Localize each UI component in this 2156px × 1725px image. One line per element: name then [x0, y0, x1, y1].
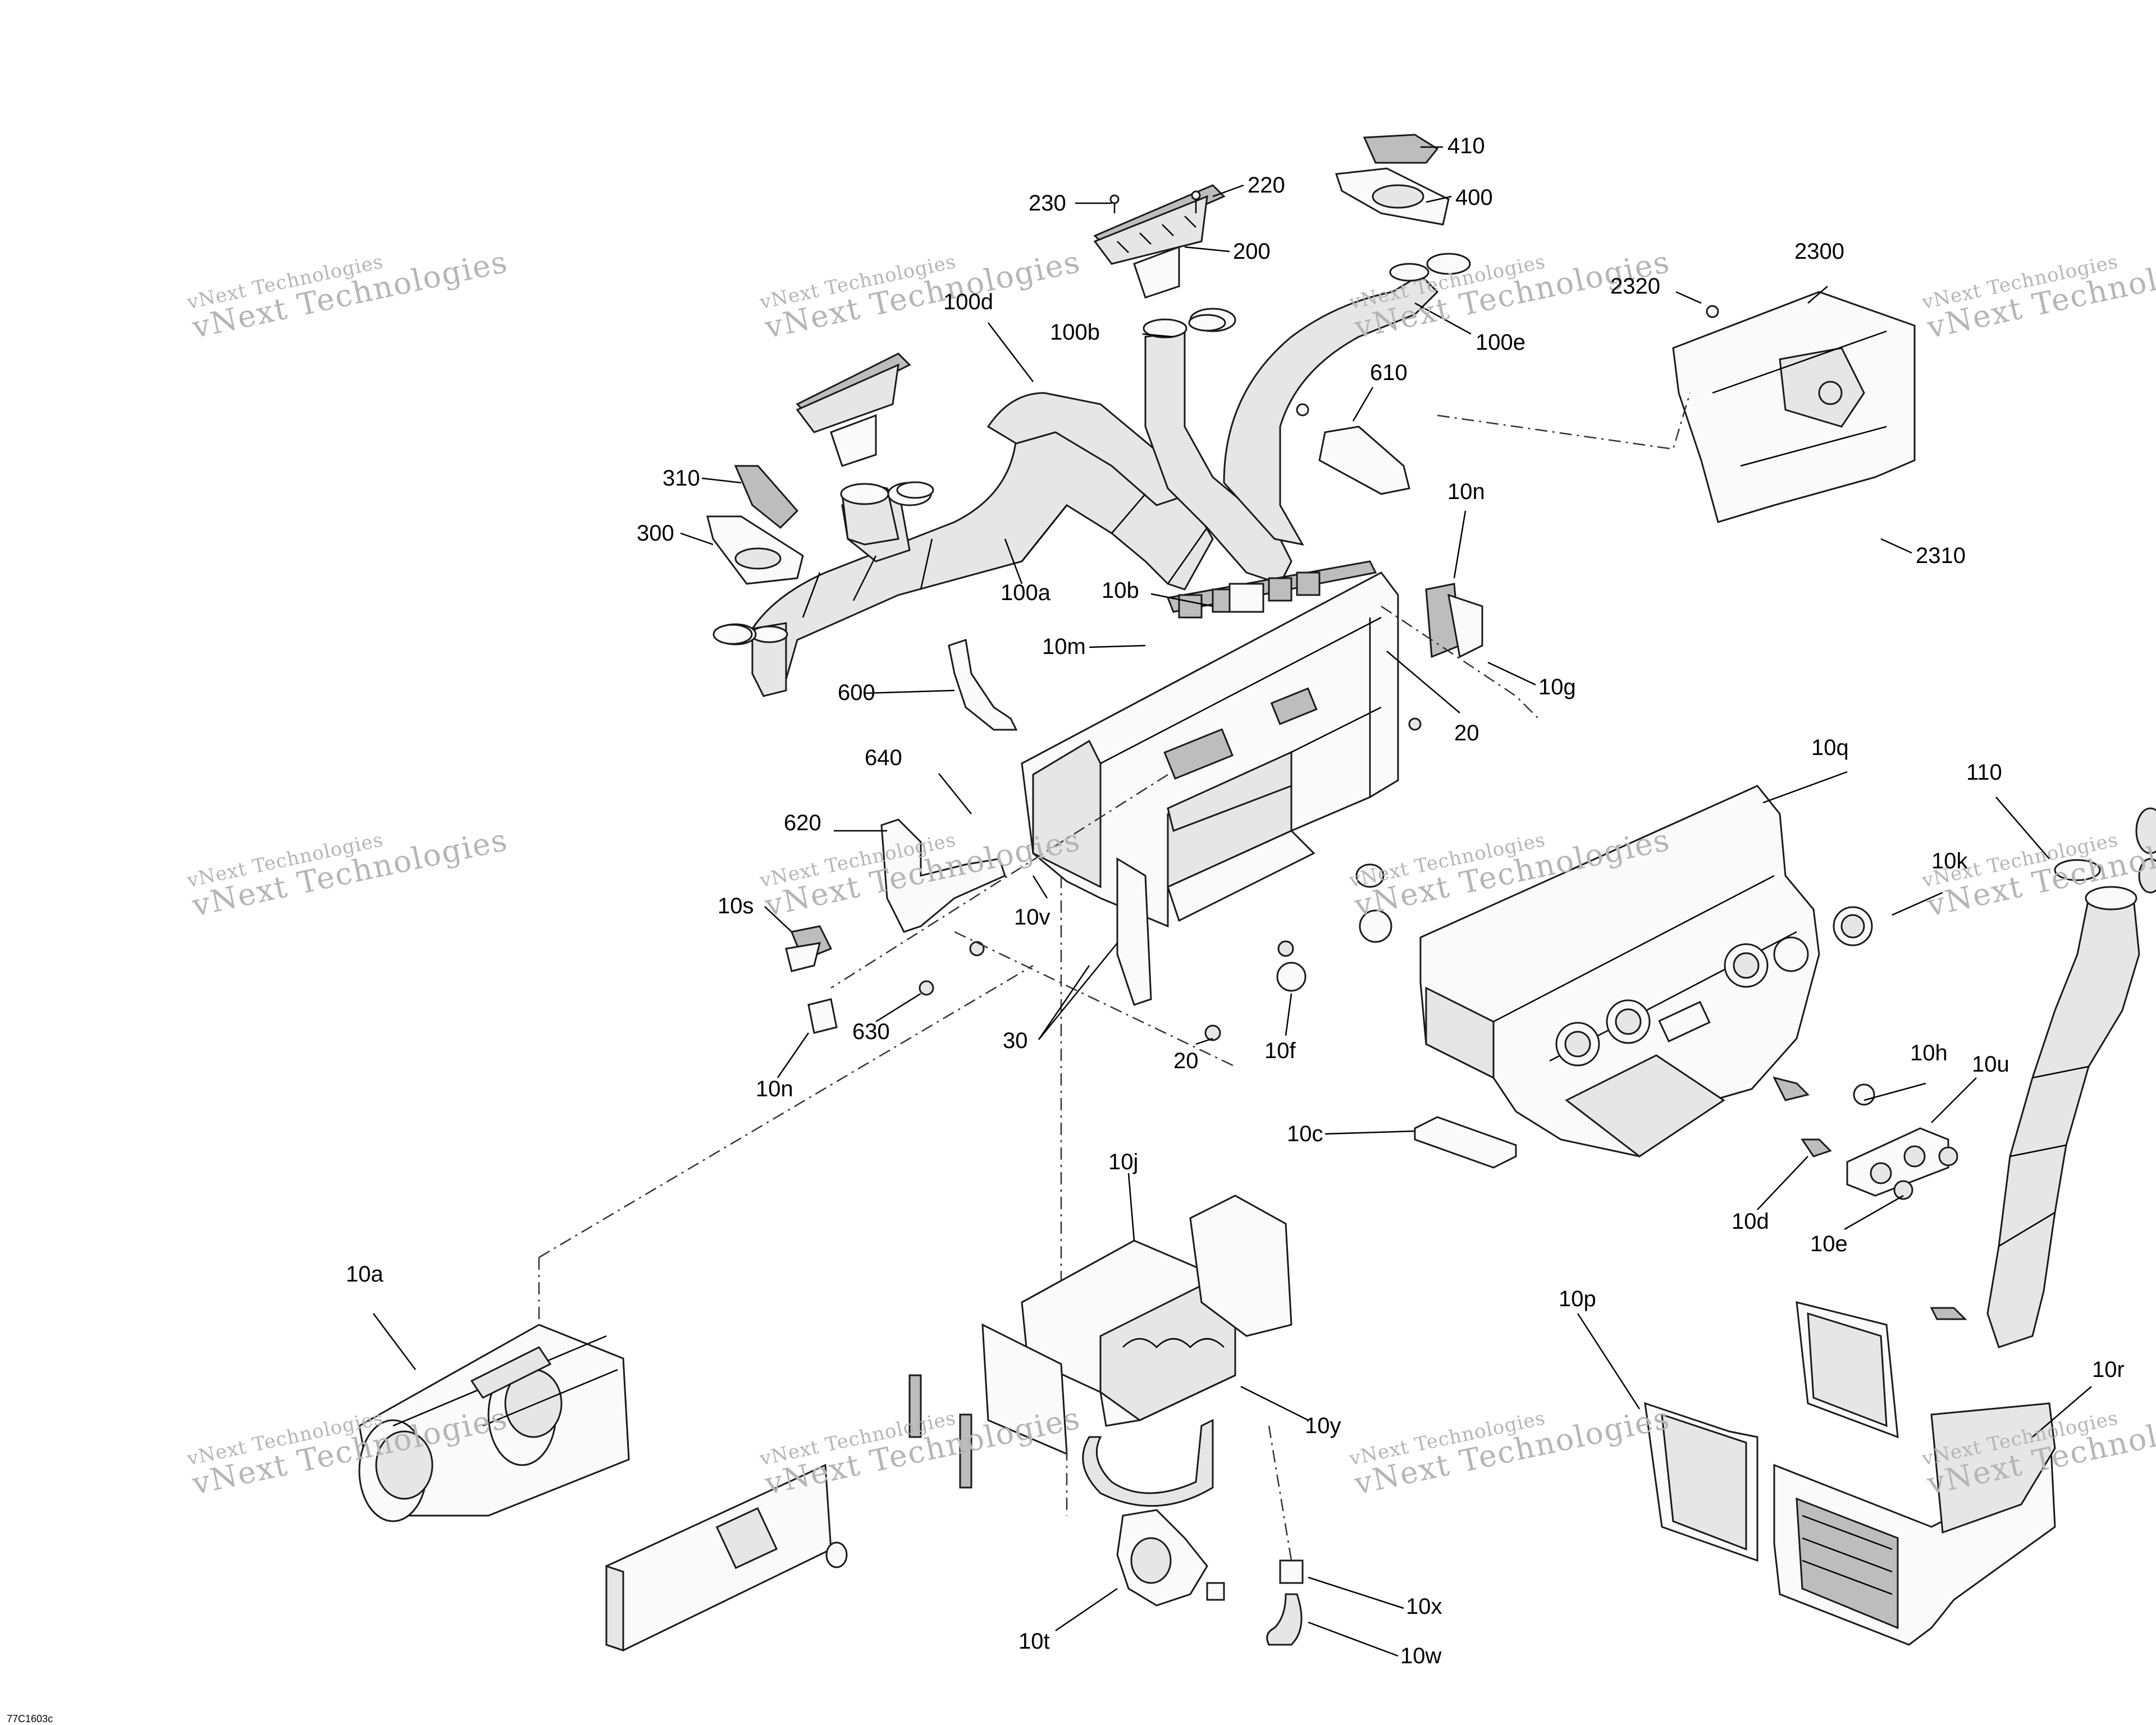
callout-10f: 10f [1264, 1038, 1296, 1063]
duct-assembly-100 [714, 253, 1471, 697]
callout-100d: 100d [943, 290, 993, 314]
callout-10d: 10d [1732, 1209, 1769, 1234]
hose-clamps [712, 314, 1226, 645]
reference-code: 77C1603c [7, 1713, 53, 1724]
callout-110: 110 [1966, 760, 2002, 785]
callout-10h: 10h [1910, 1041, 1948, 1065]
callout-620: 620 [784, 811, 821, 835]
callout-220: 220 [1248, 173, 1285, 198]
dash-panel-10q [1419, 785, 1873, 1157]
callout-410: 410 [1447, 134, 1485, 158]
callout-10u: 10u [1972, 1052, 2009, 1077]
callout-630: 630 [852, 1019, 890, 1044]
callout-230: 230 [1029, 191, 1066, 216]
callout-10m: 10m [1042, 634, 1086, 659]
callout-10n-bottom: 10n [756, 1077, 793, 1101]
heater-core-10j [908, 1195, 1292, 1507]
switches-10c-10h [1414, 1076, 1958, 1200]
callout-10p: 10p [1559, 1287, 1596, 1311]
mounting-plate [605, 1463, 848, 1652]
vent-310-300 [706, 353, 911, 585]
callout-10v: 10v [1014, 905, 1050, 930]
callout-400: 400 [1455, 185, 1493, 210]
heater-housing [1021, 560, 1483, 928]
callout-10y: 10y [1305, 1413, 1341, 1438]
callout-310: 310 [663, 466, 700, 491]
callout-10k: 10k [1931, 849, 1968, 873]
callout-10q: 10q [1811, 735, 1849, 760]
callout-100e: 100e [1476, 330, 1525, 355]
vent-410-400 [1335, 134, 1450, 226]
callout-10t: 10t [1018, 1629, 1050, 1654]
callout-2320: 2320 [1610, 274, 1660, 299]
callout-600: 600 [838, 680, 875, 705]
filter-10p [1644, 1301, 1899, 1562]
callout-2310: 2310 [1916, 543, 1966, 568]
vent-220-200 [1093, 184, 1226, 299]
callout-2300: 2300 [1794, 239, 1844, 264]
cover-2300 [1672, 291, 1916, 523]
callout-300: 300 [637, 521, 674, 546]
callout-100a: 100a [1001, 580, 1050, 605]
callout-10s: 10s [718, 894, 754, 918]
small-parts [785, 717, 1422, 1041]
callout-10e: 10e [1810, 1232, 1848, 1256]
duct-110 [1986, 807, 2156, 1348]
callout-10b: 10b [1102, 578, 1139, 603]
callout-10g: 10g [1538, 675, 1576, 699]
assembly-lines [538, 392, 1691, 1561]
callout-20-mid: 20 [1173, 1049, 1199, 1073]
callout-10w: 10w [1400, 1644, 1442, 1668]
callout-20-top: 20 [1454, 721, 1479, 745]
callout-200: 200 [1233, 239, 1271, 264]
grille-10r [1773, 1307, 2056, 1646]
callout-100b: 100b [1050, 320, 1100, 345]
callout-10r: 10r [2092, 1357, 2125, 1382]
callout-10x: 10x [1406, 1594, 1442, 1619]
callout-610: 610 [1370, 360, 1408, 385]
leader-lines [373, 146, 2092, 1657]
callout-10j: 10j [1108, 1150, 1139, 1174]
callout-10c: 10c [1287, 1122, 1323, 1146]
bracket-610 [1296, 403, 1410, 495]
callout-640: 640 [865, 745, 902, 770]
brackets-600-620 [880, 639, 1152, 1006]
blower-10a [358, 1324, 630, 1522]
pump-10t [1116, 1509, 1304, 1646]
callout-10a: 10a [346, 1262, 383, 1287]
callout-10n-top: 10n [1447, 479, 1485, 504]
callout-30: 30 [1003, 1028, 1028, 1053]
